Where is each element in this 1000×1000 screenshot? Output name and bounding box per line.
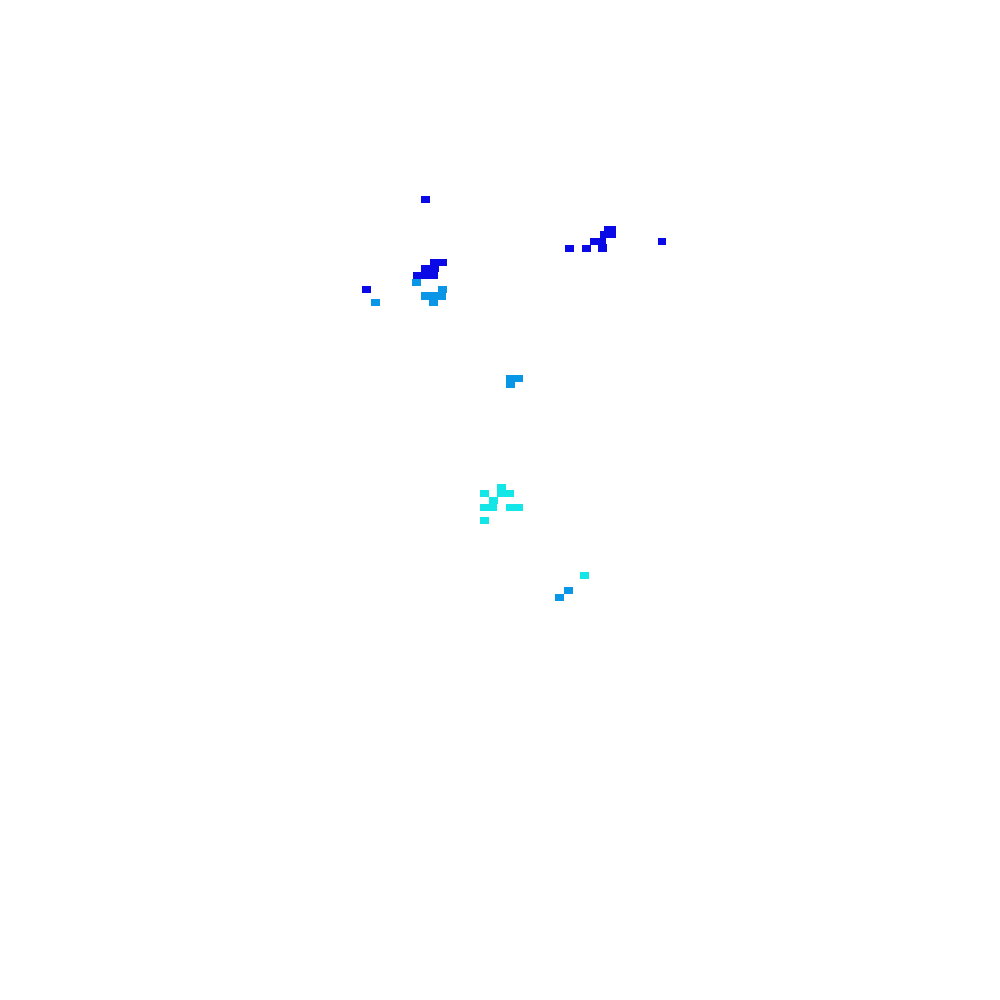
cyan-cell	[497, 484, 506, 491]
azure-cell	[412, 279, 421, 286]
blue-cell	[362, 286, 371, 293]
cyan-cell	[480, 504, 497, 511]
azure-cell	[371, 299, 380, 306]
blue-cell	[600, 231, 616, 238]
cyan-cell	[489, 497, 498, 504]
blue-cell	[421, 265, 439, 272]
blue-cell	[590, 238, 606, 245]
blue-cell	[658, 238, 666, 245]
azure-cell	[564, 587, 573, 594]
azure-cell	[421, 292, 446, 300]
blue-cell	[421, 196, 430, 203]
blue-cell	[413, 272, 438, 279]
cyan-cell	[506, 504, 523, 511]
blue-cell	[565, 245, 574, 252]
cyan-cell	[480, 490, 489, 497]
azure-cell	[438, 286, 447, 293]
azure-cell	[555, 594, 564, 601]
azure-cell	[506, 381, 515, 388]
azure-cell	[429, 299, 438, 306]
blue-cell	[430, 259, 447, 266]
blue-cell	[582, 245, 591, 252]
cyan-cell	[580, 572, 589, 579]
azure-cell	[506, 375, 523, 382]
blue-cell	[604, 226, 616, 233]
cyan-cell	[480, 517, 489, 524]
cyan-cell	[497, 490, 514, 497]
blue-cell	[598, 244, 607, 252]
